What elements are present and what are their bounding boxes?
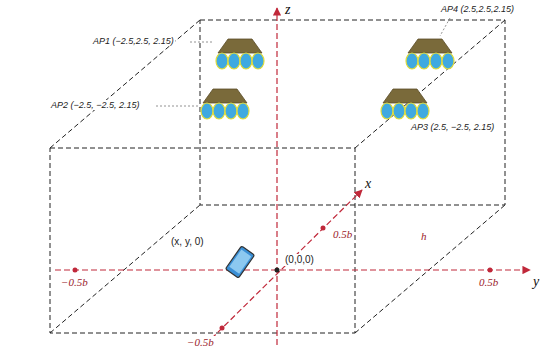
led-bulb [442,53,454,69]
access-point-label: AP2 (−2.5, −2.5, 2.15) [50,100,141,110]
led-bulb [393,103,405,119]
coordinate-label: (0,0,0) [284,254,315,266]
axis-name: z [284,2,291,18]
access-point-lamp [381,89,429,119]
led-bulb [228,53,240,69]
access-point-lamp [201,89,249,119]
lamp-housing [203,89,247,103]
leader-lines [156,18,450,106]
lamp-housing [383,89,427,103]
led-bulb [240,53,252,69]
dimension-label: h [420,230,428,243]
dimension-label: 0.5b [478,276,499,289]
axis-name: x [364,176,372,192]
led-bulb [216,53,228,69]
axis-points [73,226,493,331]
dimension-label: 0.5b [332,228,353,241]
lamp-housing [218,39,262,53]
access-point-label: AP4 (2.5,2.5,2.15) [440,4,515,14]
led-bulb [418,53,430,69]
phone-icon [225,246,254,278]
led-bulb [417,103,429,119]
led-bulb [252,53,264,69]
axis-name: y [532,274,540,290]
led-bulb [237,103,249,119]
led-bulb [381,103,393,119]
coordinate-label: (x, y, 0) [170,236,205,248]
led-bulb [405,103,417,119]
dimension-label: −0.5b [60,276,89,289]
access-point-lamp [216,39,264,69]
axes [55,8,530,345]
led-bulb [201,103,213,119]
led-bulb [213,103,225,119]
access-point-label: AP3 (2.5, −2.5, 2.15) [410,122,495,132]
access-point-lamp [406,39,454,69]
dimension-label: −0.5b [186,336,215,349]
access-points [201,39,454,119]
lamp-housing [408,39,452,53]
led-bulb [430,53,442,69]
access-point-label: AP1 (−2.5,2.5, 2.15) [92,36,175,46]
led-bulb [225,103,237,119]
led-bulb [406,53,418,69]
